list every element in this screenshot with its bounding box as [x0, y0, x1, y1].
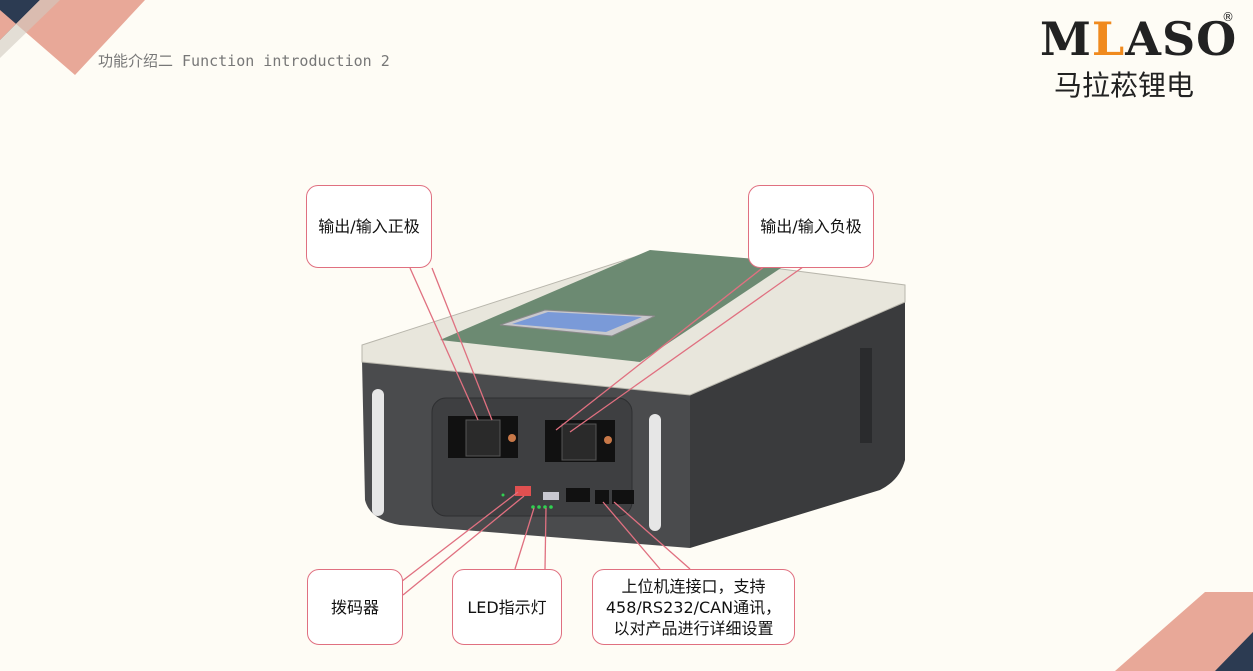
- positive-terminal: [448, 416, 518, 458]
- corner-decoration-salmon-br: [1115, 592, 1253, 671]
- callout-text: 输出/输入正极: [318, 217, 420, 236]
- callout-positive-terminal: 输出/输入正极: [306, 185, 432, 268]
- led-indicators: [501, 493, 553, 509]
- battery-lid: [440, 250, 790, 362]
- logo-wordmark: MLASO: [1040, 12, 1238, 66]
- logo-chinese-name: 马拉菘锂电: [1054, 69, 1195, 102]
- registered-mark: ®: [1222, 10, 1234, 24]
- callout-text: LED指示灯: [467, 597, 547, 617]
- dip-switch: [515, 486, 531, 496]
- brand-logo: MLASO ® 马拉菘锂电: [1040, 10, 1240, 102]
- callout-negative-terminal: 输出/输入负极: [748, 185, 874, 268]
- callout-text: 上位机连接口，支持458/RS232/CAN通讯，以对产品进行详细设置: [605, 576, 782, 638]
- callout-text: 拨码器: [330, 597, 379, 617]
- page-title: 功能介绍二 Function introduction 2: [98, 52, 390, 70]
- corner-decoration-dark-br: [1215, 632, 1253, 671]
- battery-side-panel: [690, 300, 905, 548]
- callout-text: 输出/输入负极: [760, 217, 862, 236]
- negative-terminal: [545, 420, 615, 462]
- communication-ports: [566, 488, 634, 504]
- callout-communication-port: 上位机连接口，支持458/RS232/CAN通讯，以对产品进行详细设置: [592, 569, 795, 645]
- callout-dip-switch: 拨码器: [307, 569, 403, 645]
- callout-led-indicator: LED指示灯: [452, 569, 562, 645]
- callout-leaders: [396, 261, 811, 596]
